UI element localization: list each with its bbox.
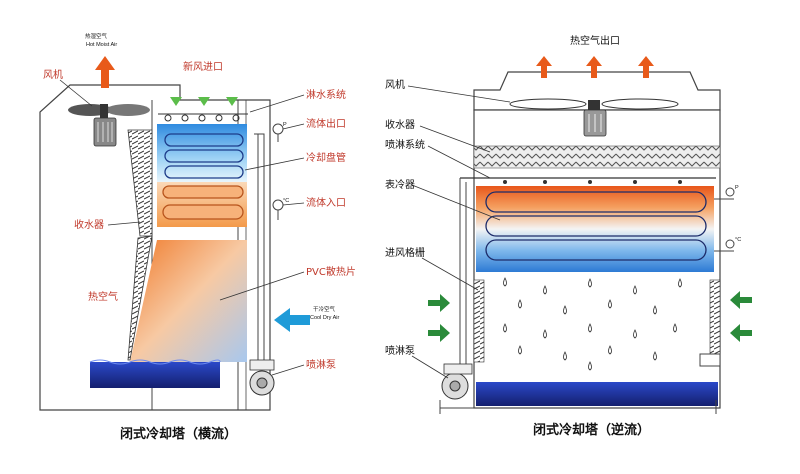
- left-spray-system-label: 淋水系统: [306, 88, 346, 101]
- left-fan-label: 风机: [43, 68, 63, 81]
- left-fluid-outlet-label: 流体出口: [306, 117, 346, 130]
- right-drift-eliminator: [473, 145, 721, 169]
- left-pvc-fill: [130, 240, 247, 362]
- left-drift-eliminator-label: 收水器: [74, 218, 104, 231]
- left-coil-cold-section: [157, 124, 247, 182]
- right-fan-label: 风机: [385, 78, 405, 91]
- right-cooling-tower: P °C 热空气出口 风机 收水器 喷淋系统 表冷器 进风格栅 喷淋泵 闭式冷却…: [385, 34, 752, 438]
- left-hot-air-cn: 热湿空气: [85, 32, 108, 40]
- left-spray-pump: [249, 359, 275, 396]
- left-cooling-coil-label: 冷却盘管: [306, 151, 346, 164]
- left-cooling-tower: P °C 热湿空气 Hot Moist Air 风机 新风进口 淋水系统 流体出…: [39, 32, 356, 442]
- right-gauge-t: °C: [735, 237, 741, 243]
- cool-dry-air-arrow: [274, 308, 310, 332]
- left-gauge-t: °C: [283, 198, 289, 204]
- right-coil-tubes: [485, 191, 707, 261]
- right-hot-air-outlet-label: 热空气出口: [570, 34, 620, 47]
- left-spray-inlets: [158, 97, 248, 122]
- water-drops: [503, 277, 682, 371]
- right-spray-pump: [441, 363, 473, 400]
- left-hot-air-en: Hot Moist Air: [86, 42, 117, 48]
- left-gauge-p: P: [283, 122, 287, 128]
- right-caption: 闭式冷却塔（逆流）: [533, 422, 650, 438]
- left-caption: 闭式冷却塔（横流）: [120, 426, 237, 442]
- right-inlet-louver-left: [473, 279, 485, 363]
- right-gauge-p: P: [735, 185, 739, 191]
- right-drift-eliminator-label: 收水器: [385, 118, 415, 131]
- left-water-basin: [90, 362, 220, 388]
- right-surface-cooler-label: 表冷器: [385, 178, 415, 191]
- air-inlet-arrows: [428, 291, 752, 342]
- right-inlet-louver-right: [709, 279, 721, 363]
- left-pvc-fill-label: PVC散热片: [306, 265, 356, 278]
- left-fluid-inlet-label: 流体入口: [306, 196, 346, 209]
- left-cooling-coil: [164, 133, 244, 179]
- right-water-basin: [476, 382, 718, 406]
- left-hot-air-label: 热空气: [88, 290, 118, 303]
- right-fan: [509, 98, 679, 137]
- right-spray-pump-label: 喷淋泵: [385, 344, 415, 357]
- hot-air-outlet-arrows: [536, 56, 654, 78]
- left-fan: [68, 104, 150, 147]
- left-dry-air-cn: 干冷空气: [313, 305, 336, 313]
- hot-air-up-arrow: [95, 56, 115, 88]
- right-surface-cooler: [476, 186, 714, 272]
- left-fresh-air-label: 新风进口: [183, 60, 223, 73]
- right-spray-system-label: 喷淋系统: [385, 138, 425, 151]
- left-spray-pump-label: 喷淋泵: [306, 358, 336, 371]
- left-dry-air-en: Cool Dry Air: [310, 315, 340, 321]
- right-inlet-louver-label: 进风格栅: [385, 246, 425, 259]
